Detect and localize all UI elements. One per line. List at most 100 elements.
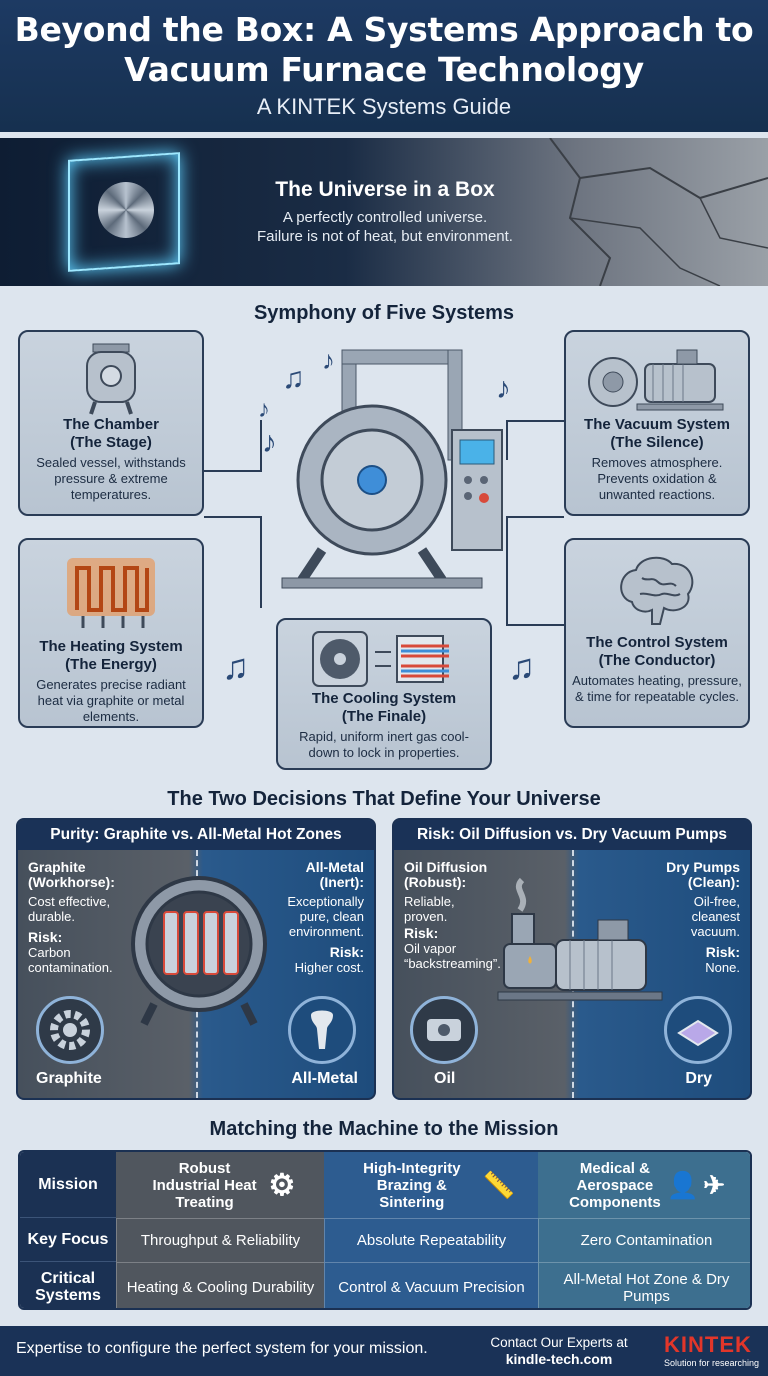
heating-desc: Generates precise radiant heat via graph… — [36, 677, 186, 724]
chamber-title-2: (The Stage) — [70, 434, 152, 451]
system-card-control: The Control System (The Conductor) Autom… — [564, 538, 750, 728]
all-metal-name-1: All-Metal — [305, 859, 364, 875]
key-focus-cell: Absolute Repeatability — [324, 1218, 538, 1262]
mission-table: Mission Robust Industrial Heat Treating … — [18, 1150, 752, 1310]
gear-icon — [36, 996, 104, 1064]
dry-desc: Oil-free, cleanest vacuum. — [690, 894, 740, 939]
dry-label: Dry — [685, 1070, 712, 1087]
system-card-cooling: The Cooling System (The Finale) Rapid, u… — [276, 618, 492, 770]
all-metal-text: All-Metal (Inert): Exceptionally pure, c… — [274, 859, 364, 976]
airplane-icon: ✈ — [703, 1169, 726, 1200]
hero-title: The Universe in a Box — [275, 178, 495, 201]
graphite-desc: Cost effective, durable. — [28, 894, 111, 924]
dry-risk: None. — [705, 960, 740, 975]
critical-systems-cell: All-Metal Hot Zone & Dry Pumps — [538, 1262, 750, 1308]
purity-panel-header: Purity: Graphite vs. All-Metal Hot Zones — [18, 820, 374, 850]
risk-panel-header: Risk: Oil Diffusion vs. Dry Vacuum Pumps — [394, 820, 750, 850]
cooling-desc: Rapid, uniform inert gas cool-down to lo… — [299, 729, 469, 760]
connector-control — [506, 516, 564, 626]
critical-systems-cell: Control & Vacuum Precision — [324, 1262, 538, 1308]
mission-label: Robust Industrial Heat Treating — [152, 1159, 257, 1211]
cooling-title-1: The Cooling System — [311, 690, 457, 707]
turbine-fan-icon — [98, 182, 154, 238]
hero-line-2: Failure is not of heat, but environment. — [257, 228, 513, 245]
all-metal-label: All-Metal — [291, 1070, 358, 1087]
oil-risk-label: Risk: — [404, 925, 439, 941]
system-card-heating: The Heating System (The Energy) Generate… — [18, 538, 204, 728]
music-note-icon: ♪ — [496, 372, 511, 405]
oil-name-2: (Robust): — [404, 874, 467, 890]
gears-icon: ⚙ — [268, 1168, 296, 1202]
vacuum-pump-icon — [588, 349, 724, 411]
row-header-critical-systems: Critical Systems — [20, 1262, 116, 1308]
music-note-icon: ♪ — [322, 345, 335, 375]
pump-decision-panel: Risk: Oil Diffusion vs. Dry Vacuum Pumps… — [392, 818, 752, 1100]
all-metal-name-2: (Inert): — [319, 874, 364, 890]
all-metal-risk: Higher cost. — [294, 960, 364, 975]
heating-title-1: The Heating System — [39, 638, 183, 655]
all-metal-risk-label: Risk: — [329, 944, 364, 960]
graphite-label: Graphite — [36, 1070, 102, 1087]
hot-zone-furnace-icon — [131, 876, 267, 1026]
hero-banner: The Universe in a Box A perfectly contro… — [0, 138, 768, 286]
oil-risk: Oil vapor “backstreaming”. — [404, 941, 501, 971]
key-focus-cell: Throughput & Reliability — [116, 1218, 324, 1262]
music-note-icon: ♪ — [258, 396, 270, 423]
systems-section-title: Symphony of Five Systems — [253, 302, 515, 324]
control-title-1: The Control System — [586, 634, 728, 651]
footer-contact: Contact Our Experts at kindle-tech.com — [484, 1334, 634, 1368]
vacuum-title-2: (The Silence) — [610, 434, 704, 451]
heating-title-2: (The Energy) — [65, 656, 157, 673]
cracked-surface-image — [549, 138, 768, 286]
contact-label: Contact Our Experts at — [490, 1335, 628, 1350]
purity-decision-panel: Purity: Graphite vs. All-Metal Hot Zones… — [16, 818, 376, 1100]
graphite-name-2: (Workhorse): — [28, 874, 115, 890]
hero-line-1: A perfectly controlled universe. — [282, 209, 488, 226]
key-focus-cell: Zero Contamination — [538, 1218, 750, 1262]
heating-element-icon — [67, 558, 155, 628]
valve-icon — [410, 996, 478, 1064]
system-card-chamber: The Chamber (The Stage) Sealed vessel, w… — [18, 330, 204, 516]
control-title-2: (The Conductor) — [598, 652, 716, 669]
vacuum-furnace-icon — [281, 349, 503, 589]
control-desc: Automates heating, pressure, & time for … — [572, 673, 742, 704]
cleanroom-worker-icon: 👤 — [666, 1169, 700, 1200]
row-header-mission: Mission — [20, 1152, 116, 1218]
caliper-icon: 📏 — [482, 1169, 516, 1200]
matching-section-title: Matching the Machine to the Mission — [209, 1118, 559, 1140]
all-metal-desc: Exceptionally pure, clean environment. — [287, 894, 364, 939]
footer: Expertise to configure the perfect syste… — [0, 1326, 768, 1376]
decisions-section-title: The Two Decisions That Define Your Unive… — [167, 788, 601, 810]
graphite-text: Graphite (Workhorse): Cost effective, du… — [28, 860, 124, 976]
kintek-logo: KINTEK — [664, 1332, 752, 1357]
connector-heating — [204, 516, 262, 608]
chamber-vessel-icon — [86, 343, 136, 415]
vacuum-title-1: The Vacuum System — [584, 416, 730, 433]
music-note-icon: ♫ — [282, 362, 305, 395]
oil-name-1: Oil Diffusion — [404, 859, 488, 875]
dental-implant-icon — [288, 996, 356, 1064]
brain-icon — [620, 556, 694, 625]
system-card-vacuum: The Vacuum System (The Silence) Removes … — [564, 330, 750, 516]
logo-slogan: Solution for researching — [664, 1358, 760, 1368]
footer-tagline: Expertise to configure the perfect syste… — [16, 1340, 428, 1357]
connector-vacuum — [506, 420, 564, 460]
dry-pump-text: Dry Pumps (Clean): Oil-free, cleanest va… — [666, 860, 740, 976]
page-subtitle: A KINTEK Systems Guide — [256, 94, 512, 119]
mission-heat-treating: Robust Industrial Heat Treating ⚙ — [116, 1152, 324, 1218]
critical-systems-cell: Heating & Cooling Durability — [116, 1262, 324, 1308]
mission-brazing: High-Integrity Brazing & Sintering 📏 — [324, 1152, 538, 1218]
pump-comparison-icon — [497, 877, 663, 1001]
hero-text: A perfectly controlled universe. Failure… — [230, 208, 540, 246]
wafer-icon — [664, 996, 732, 1064]
cooling-title-2: (The Finale) — [341, 708, 427, 725]
connector-chamber — [204, 420, 262, 472]
row-header-key-focus: Key Focus — [20, 1218, 116, 1262]
page-title: Beyond the Box: A Systems Approach to Va… — [14, 10, 754, 89]
cooling-fan-icon — [312, 631, 449, 687]
header: Beyond the Box: A Systems Approach to Va… — [0, 0, 768, 132]
graphite-risk-label: Risk: — [28, 929, 63, 945]
contact-site-link[interactable]: kindle-tech.com — [505, 1351, 613, 1367]
dry-risk-label: Risk: — [705, 944, 740, 960]
mission-label: Medical & Aerospace Components — [569, 1159, 661, 1211]
